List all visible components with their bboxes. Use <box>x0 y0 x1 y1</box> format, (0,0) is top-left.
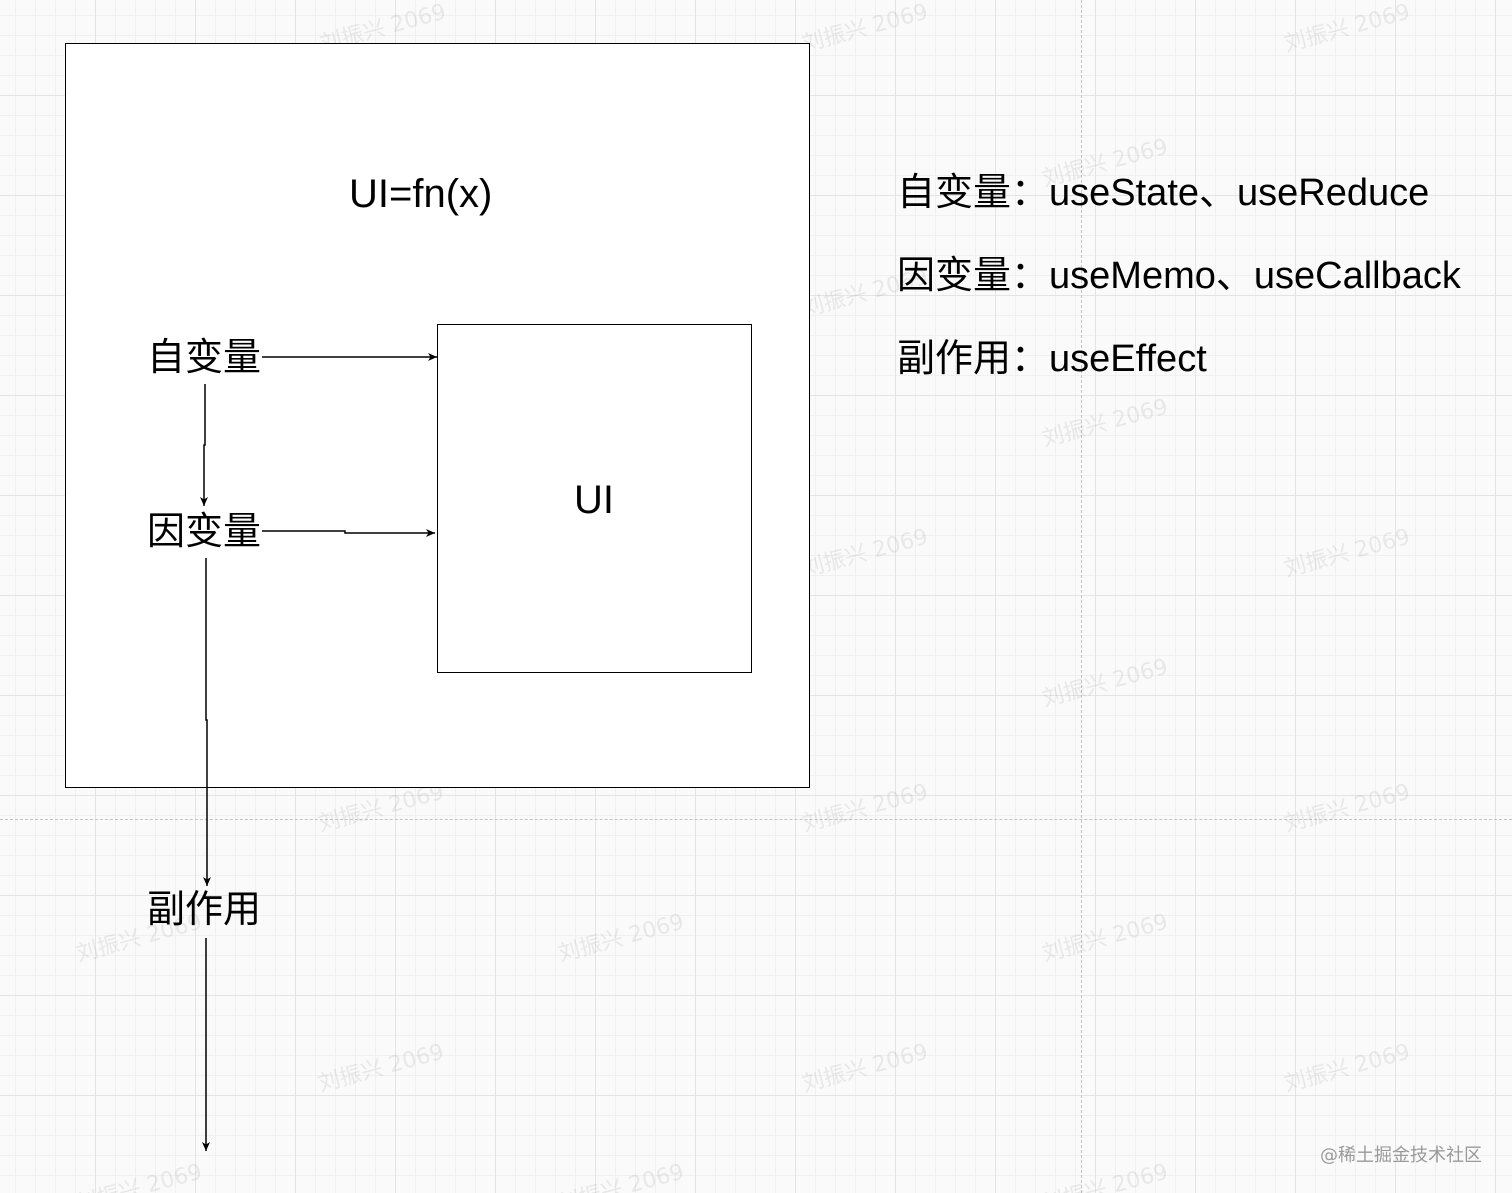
node-independent-variable: 自变量 <box>146 335 263 379</box>
page-guide-vertical <box>1081 0 1082 1193</box>
legend-value: useState、useReduce <box>1049 172 1430 214</box>
source-credit: @稀土掘金技术社区 <box>1320 1145 1482 1166</box>
legend-item-effect: 副作用：useEffect <box>897 336 1461 419</box>
arrow-independent-to-dependent <box>200 384 208 506</box>
ui-box <box>437 324 752 673</box>
legend-key: 因变量： <box>897 253 1050 297</box>
node-side-effect: 副作用 <box>147 887 262 931</box>
legend-key: 副作用： <box>897 336 1050 380</box>
legend-value: useEffect <box>1049 338 1207 380</box>
legend-value: useMemo、useCallback <box>1049 255 1461 297</box>
hooks-legend: 自变量：useState、useReduce 因变量：useMemo、useCa… <box>897 170 1461 419</box>
node-dependent-variable: 因变量 <box>146 509 263 553</box>
ui-box-label: UI <box>574 478 614 522</box>
legend-item-state: 自变量：useState、useReduce <box>897 170 1461 253</box>
arrow-dependent-to-side-effect <box>203 558 211 886</box>
legend-key: 自变量： <box>897 170 1050 214</box>
page-guide-horizontal <box>0 819 1512 820</box>
legend-item-memo: 因变量：useMemo、useCallback <box>897 253 1461 336</box>
formula-label: UI=fn(x) <box>349 172 493 216</box>
arrow-dependent-to-ui <box>262 529 435 537</box>
